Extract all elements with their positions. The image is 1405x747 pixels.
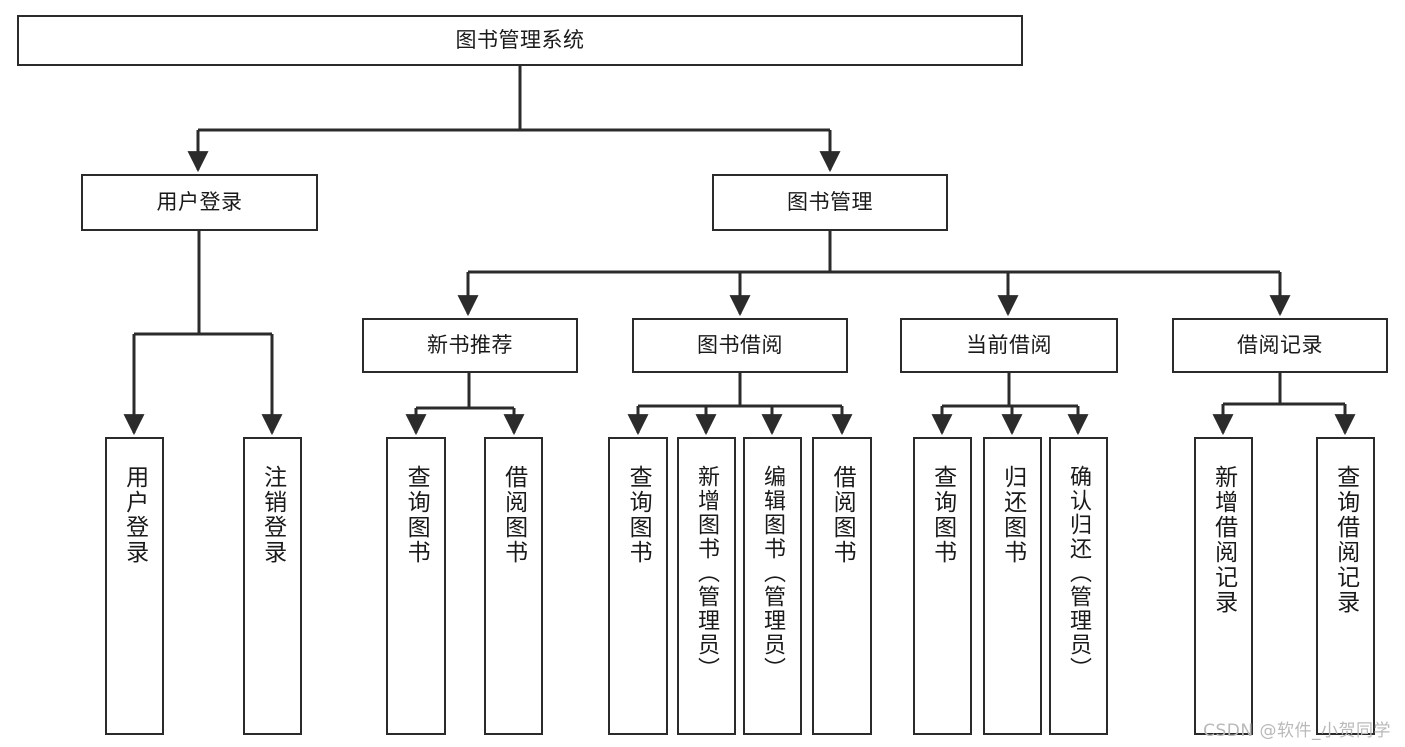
node-label: 借阅记录 [1237, 333, 1323, 358]
node-book-borrow[interactable]: 图书借阅 [632, 318, 848, 373]
leaf-user-login-login[interactable]: 用户登录 [105, 437, 164, 735]
node-label: 查询图书 [403, 465, 430, 565]
leaf-book-borrow-query-book[interactable]: 查询图书 [608, 437, 668, 735]
leaf-book-borrow-edit-book-admin[interactable]: 编辑图书（管理员） [743, 437, 802, 735]
node-label: 查询借阅记录 [1332, 465, 1359, 615]
leaf-user-login-logout[interactable]: 注销登录 [243, 437, 302, 735]
node-label: 图书管理系统 [455, 28, 585, 53]
leaf-current-borrow-return-book[interactable]: 归还图书 [983, 437, 1042, 735]
node-label: 查询图书 [929, 465, 956, 565]
node-label: 借阅图书 [829, 465, 856, 565]
leaf-new-book-query-book[interactable]: 查询图书 [386, 437, 446, 735]
node-root-book-management-system[interactable]: 图书管理系统 [17, 15, 1023, 66]
node-label: 新书推荐 [427, 333, 513, 358]
node-label: 编辑图书（管理员） [760, 465, 786, 681]
node-label: 图书借阅 [697, 333, 783, 358]
node-label: 用户登录 [121, 465, 148, 565]
node-label: 查询图书 [625, 465, 652, 565]
node-book-management[interactable]: 图书管理 [712, 174, 948, 231]
node-borrow-record[interactable]: 借阅记录 [1172, 318, 1388, 373]
csdn-watermark: CSDN @软件_小贺同学 [1203, 721, 1391, 741]
node-label: 新增图书（管理员） [694, 465, 720, 681]
node-label: 图书管理 [787, 190, 873, 215]
leaf-new-book-borrow-book[interactable]: 借阅图书 [484, 437, 543, 735]
leaf-current-borrow-confirm-return-admin[interactable]: 确认归还（管理员） [1049, 437, 1108, 735]
leaf-borrow-record-query-record[interactable]: 查询借阅记录 [1316, 437, 1375, 735]
node-user-login[interactable]: 用户登录 [81, 174, 318, 231]
node-label: 当前借阅 [966, 333, 1052, 358]
node-label: 归还图书 [999, 465, 1026, 565]
leaf-current-borrow-query-book[interactable]: 查询图书 [913, 437, 972, 735]
node-label: 新增借阅记录 [1210, 465, 1237, 615]
node-new-book-recommend[interactable]: 新书推荐 [362, 318, 578, 373]
node-current-borrow[interactable]: 当前借阅 [900, 318, 1118, 373]
node-label: 确认归还（管理员） [1066, 465, 1092, 681]
node-label: 注销登录 [259, 465, 286, 565]
leaf-book-borrow-add-book-admin[interactable]: 新增图书（管理员） [677, 437, 736, 735]
leaf-book-borrow-borrow-book[interactable]: 借阅图书 [812, 437, 872, 735]
node-label: 借阅图书 [500, 465, 527, 565]
leaf-borrow-record-add-record[interactable]: 新增借阅记录 [1194, 437, 1253, 735]
node-label: 用户登录 [156, 190, 243, 215]
